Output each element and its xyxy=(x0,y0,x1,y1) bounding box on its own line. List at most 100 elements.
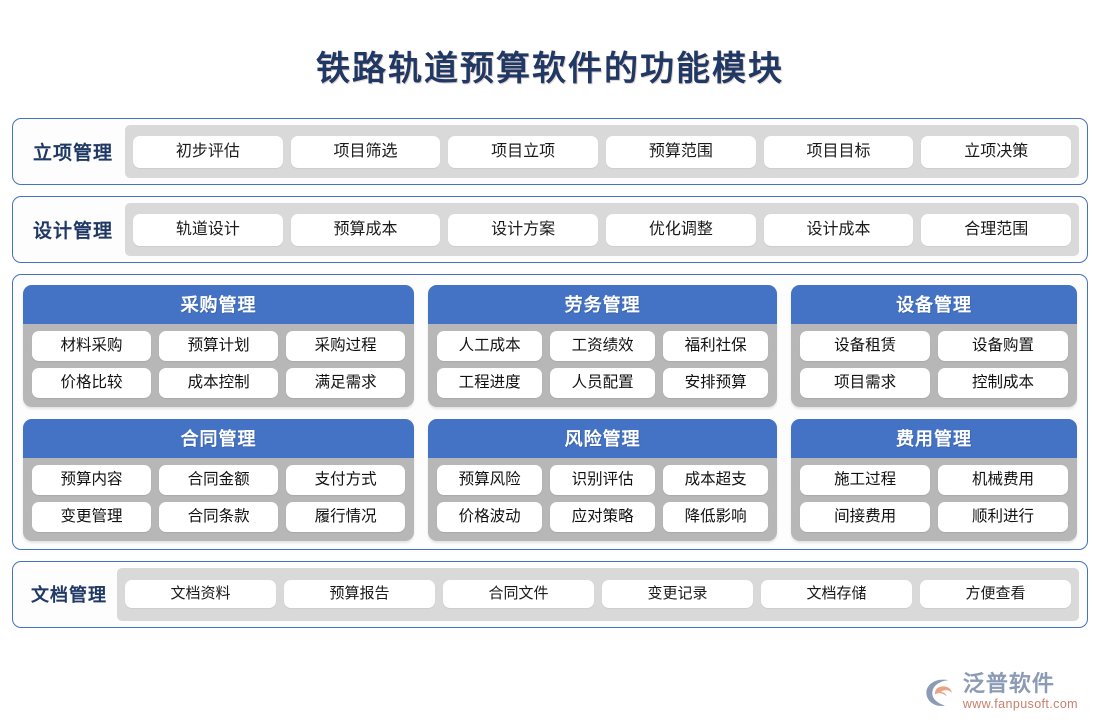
module-line: 变更管理 合同条款 履行情况 xyxy=(32,501,406,532)
module-title: 费用管理 xyxy=(791,418,1077,458)
module-chip[interactable]: 安排预算 xyxy=(663,368,769,398)
module-line: 材料采购 预算计划 采购过程 xyxy=(32,331,406,362)
module-chip[interactable]: 支付方式 xyxy=(286,464,406,495)
module-chip[interactable]: 施工过程 xyxy=(800,464,931,495)
row-strip-document-management: 文档资料 预算报告 合同文件 变更记录 文档存储 方便查看 xyxy=(117,567,1079,621)
pill-item[interactable]: 预算报告 xyxy=(284,579,435,609)
pill-item[interactable]: 预算成本 xyxy=(290,214,441,246)
module-panel-contract: 合同管理 预算内容 合同金额 支付方式 变更管理 合同条款 履行情况 xyxy=(23,418,415,541)
pill-item[interactable]: 项目立项 xyxy=(448,136,599,168)
pill-item[interactable]: 合理范围 xyxy=(921,214,1072,246)
module-chip[interactable]: 降低影响 xyxy=(663,501,769,532)
module-panel-equipment: 设备管理 设备租赁 设备购置 项目需求 控制成本 xyxy=(791,285,1077,407)
pill-item[interactable]: 项目目标 xyxy=(763,136,914,168)
module-chip[interactable]: 材料采购 xyxy=(32,331,152,362)
fanpu-logo-icon xyxy=(923,675,957,709)
pill-item[interactable]: 立项决策 xyxy=(921,136,1072,168)
module-title: 风险管理 xyxy=(428,418,778,458)
module-body: 设备租赁 设备购置 项目需求 控制成本 xyxy=(791,324,1077,398)
pill-item[interactable]: 预算范围 xyxy=(606,136,756,168)
module-title: 设备管理 xyxy=(791,285,1077,325)
page-title: 铁路轨道预算软件的功能模块 xyxy=(316,49,784,88)
pill-item[interactable]: 文档资料 xyxy=(125,579,276,609)
pill-item[interactable]: 初步评估 xyxy=(133,136,283,168)
pill-item[interactable]: 优化调整 xyxy=(606,214,756,246)
module-chip[interactable]: 间接费用 xyxy=(800,501,931,532)
module-line: 工程进度 人员配置 安排预算 xyxy=(437,368,769,398)
module-panel-risk: 风险管理 预算风险 识别评估 成本超支 价格波动 应对策略 降低影响 xyxy=(428,418,778,541)
module-title: 合同管理 xyxy=(23,418,415,458)
pill-item[interactable]: 合同文件 xyxy=(443,579,594,609)
module-line: 间接费用 顺利进行 xyxy=(800,501,1068,532)
modules-grid: 采购管理 材料采购 预算计划 采购过程 价格比较 成本控制 满足需求 劳务管理 … xyxy=(23,285,1077,541)
module-line: 价格比较 成本控制 满足需求 xyxy=(32,368,406,398)
section-card-project-initiation: 立项管理 初步评估 项目筛选 项目立项 预算范围 项目目标 立项决策 xyxy=(12,118,1088,186)
module-chip[interactable]: 合同金额 xyxy=(159,464,279,495)
module-chip[interactable]: 满足需求 xyxy=(286,368,406,398)
section-card-core-modules: 采购管理 材料采购 预算计划 采购过程 价格比较 成本控制 满足需求 劳务管理 … xyxy=(12,274,1088,550)
module-line: 预算风险 识别评估 成本超支 xyxy=(437,464,769,495)
section-card-design-management: 设计管理 轨道设计 预算成本 设计方案 优化调整 设计成本 合理范围 xyxy=(12,196,1088,264)
logo-brand-name: 泛普软件 xyxy=(962,671,1055,697)
module-body: 预算内容 合同金额 支付方式 变更管理 合同条款 履行情况 xyxy=(23,458,414,532)
pill-item[interactable]: 文档存储 xyxy=(761,579,912,609)
module-chip[interactable]: 控制成本 xyxy=(938,368,1068,398)
module-body: 材料采购 预算计划 采购过程 价格比较 成本控制 满足需求 xyxy=(23,324,414,398)
row-strip-project-initiation: 初步评估 项目筛选 项目立项 预算范围 项目目标 立项决策 xyxy=(125,125,1079,179)
logo-text: 泛普软件 www.fanpusoft.com xyxy=(963,673,1078,711)
module-chip[interactable]: 机械费用 xyxy=(938,464,1068,495)
pill-item[interactable]: 设计成本 xyxy=(763,214,914,246)
logo-url: www.fanpusoft.com xyxy=(962,697,1078,712)
module-chip[interactable]: 识别评估 xyxy=(550,464,656,495)
module-chip[interactable]: 设备租赁 xyxy=(800,331,931,362)
module-line: 项目需求 控制成本 xyxy=(800,368,1068,398)
module-chip[interactable]: 顺利进行 xyxy=(938,501,1068,532)
pill-item[interactable]: 变更记录 xyxy=(602,579,753,609)
module-chip[interactable]: 工程进度 xyxy=(437,368,543,398)
module-chip[interactable]: 预算内容 xyxy=(32,464,152,495)
module-chip[interactable]: 履行情况 xyxy=(286,501,406,532)
module-chip[interactable]: 福利社保 xyxy=(663,331,769,362)
module-chip[interactable]: 合同条款 xyxy=(159,501,279,532)
module-chip[interactable]: 项目需求 xyxy=(800,368,931,398)
module-chip[interactable]: 价格比较 xyxy=(32,368,152,398)
module-body: 预算风险 识别评估 成本超支 价格波动 应对策略 降低影响 xyxy=(428,458,777,532)
module-chip[interactable]: 预算计划 xyxy=(159,331,279,362)
row-label-project-initiation: 立项管理 xyxy=(32,143,113,165)
module-chip[interactable]: 采购过程 xyxy=(286,331,406,362)
section-card-document-management: 文档管理 文档资料 预算报告 合同文件 变更记录 文档存储 方便查看 xyxy=(12,560,1088,628)
module-line: 施工过程 机械费用 xyxy=(800,464,1068,495)
module-panel-cost: 费用管理 施工过程 机械费用 间接费用 顺利进行 xyxy=(791,418,1077,541)
module-chip[interactable]: 人员配置 xyxy=(550,368,656,398)
module-chip[interactable]: 变更管理 xyxy=(32,501,152,532)
row-strip-design-management: 轨道设计 预算成本 设计方案 优化调整 设计成本 合理范围 xyxy=(125,203,1079,257)
pill-item[interactable]: 方便查看 xyxy=(920,579,1071,609)
module-title: 采购管理 xyxy=(23,285,415,325)
row-design-management: 设计管理 轨道设计 预算成本 设计方案 优化调整 设计成本 合理范围 xyxy=(13,197,1087,262)
module-chip[interactable]: 应对策略 xyxy=(550,501,656,532)
row-document-management: 文档管理 文档资料 预算报告 合同文件 变更记录 文档存储 方便查看 xyxy=(13,562,1087,627)
module-body: 人工成本 工资绩效 福利社保 工程进度 人员配置 安排预算 xyxy=(428,324,777,398)
module-title: 劳务管理 xyxy=(428,285,778,325)
module-chip[interactable]: 工资绩效 xyxy=(550,331,656,362)
module-panel-labor: 劳务管理 人工成本 工资绩效 福利社保 工程进度 人员配置 安排预算 xyxy=(428,285,778,407)
module-line: 预算内容 合同金额 支付方式 xyxy=(32,464,406,495)
row-label-document-management: 文档管理 xyxy=(31,585,107,606)
row-label-design-management: 设计管理 xyxy=(32,221,113,243)
module-chip[interactable]: 人工成本 xyxy=(437,331,543,362)
module-chip[interactable]: 价格波动 xyxy=(437,501,543,532)
module-line: 人工成本 工资绩效 福利社保 xyxy=(437,331,769,362)
module-body: 施工过程 机械费用 间接费用 顺利进行 xyxy=(791,458,1077,532)
footer-logo: 泛普软件 www.fanpusoft.com xyxy=(923,673,1078,711)
module-panel-procurement: 采购管理 材料采购 预算计划 采购过程 价格比较 成本控制 满足需求 xyxy=(23,285,415,407)
module-chip[interactable]: 预算风险 xyxy=(437,464,543,495)
pill-item[interactable]: 轨道设计 xyxy=(133,214,283,246)
row-project-initiation: 立项管理 初步评估 项目筛选 项目立项 预算范围 项目目标 立项决策 xyxy=(13,119,1087,184)
module-line: 价格波动 应对策略 降低影响 xyxy=(437,501,769,532)
pill-item[interactable]: 设计方案 xyxy=(448,214,599,246)
pill-item[interactable]: 项目筛选 xyxy=(290,136,441,168)
module-chip[interactable]: 成本超支 xyxy=(663,464,769,495)
module-line: 设备租赁 设备购置 xyxy=(800,331,1068,362)
module-chip[interactable]: 设备购置 xyxy=(938,331,1068,362)
module-chip[interactable]: 成本控制 xyxy=(159,368,279,398)
